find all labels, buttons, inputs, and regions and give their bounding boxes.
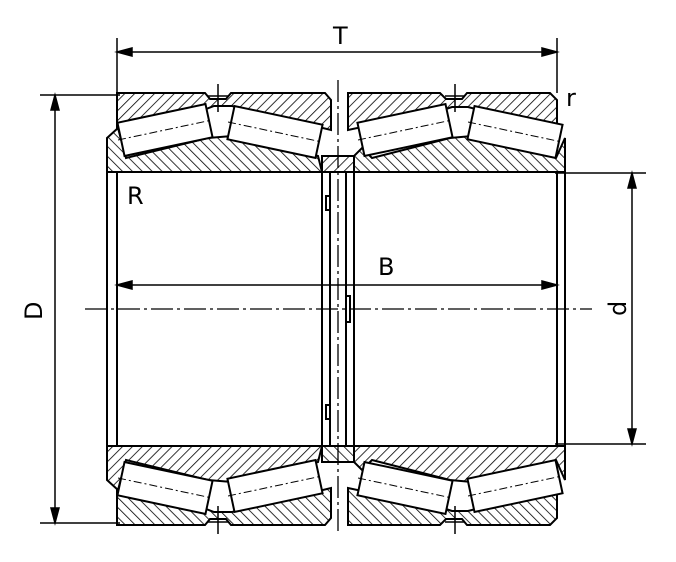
label-T: T (332, 22, 348, 50)
label-r: r (566, 84, 576, 112)
upper-section (106, 83, 567, 173)
dimension-lines (40, 38, 646, 526)
label-R: R (127, 182, 144, 210)
label-B: B (378, 253, 394, 281)
lower-section (106, 445, 567, 535)
label-D: D (20, 302, 48, 320)
label-d: d (604, 301, 632, 316)
